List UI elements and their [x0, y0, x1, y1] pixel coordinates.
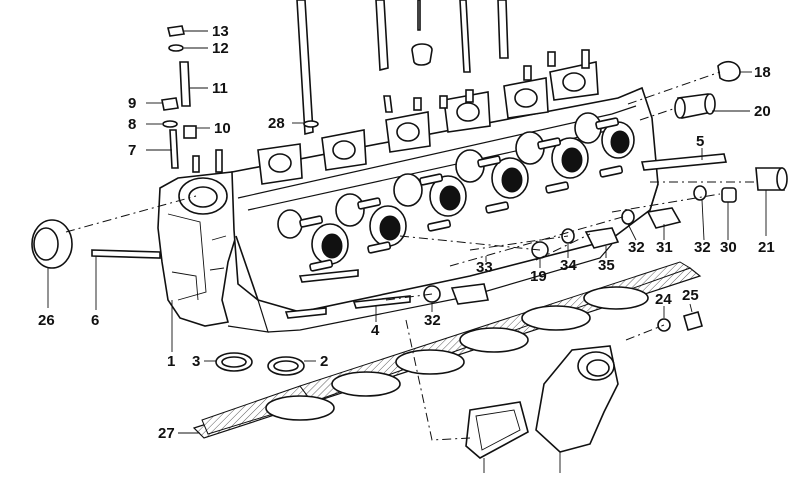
callout-18: 18 [754, 64, 771, 81]
valve-ports [277, 112, 635, 265]
callout-12: 12 [212, 40, 229, 57]
callout-6: 6 [91, 312, 99, 329]
callout-32a: 32 [628, 239, 645, 256]
callout-24: 24 [655, 291, 672, 308]
callout-33: 33 [476, 259, 493, 276]
callout-3: 3 [192, 353, 200, 370]
leader-lines [47, 30, 767, 473]
callout-5: 5 [696, 133, 704, 150]
callout-4: 4 [371, 322, 380, 339]
callout-labels: 13 12 11 9 8 10 7 28 18 20 5 21 32 31 32… [38, 23, 775, 442]
callout-21: 21 [758, 239, 775, 256]
alignment-lines [65, 71, 756, 441]
callout-31: 31 [656, 239, 673, 256]
callout-20: 20 [754, 103, 771, 120]
callout-8: 8 [128, 116, 136, 133]
callout-19: 19 [530, 268, 547, 285]
callout-9: 9 [128, 95, 136, 112]
head-gasket [192, 261, 702, 439]
callout-11: 11 [212, 80, 228, 97]
callout-13: 13 [212, 23, 229, 40]
studs [192, 0, 590, 173]
callout-2: 2 [320, 353, 328, 370]
cam-bearing-towers [257, 61, 599, 185]
callout-35: 35 [598, 257, 615, 274]
cylinder-head [91, 0, 728, 333]
loose-parts [31, 25, 788, 376]
head-bolts [299, 117, 624, 272]
callout-27: 27 [158, 425, 175, 442]
side-studs [91, 153, 728, 319]
callout-25: 25 [682, 287, 699, 304]
callout-28: 28 [268, 115, 285, 132]
callout-34: 34 [560, 257, 577, 274]
callout-32c: 32 [424, 312, 441, 329]
thermostat-housing [465, 345, 619, 459]
callout-26: 26 [38, 312, 55, 329]
callout-7: 7 [128, 142, 136, 159]
callout-1: 1 [167, 353, 175, 370]
callout-10: 10 [214, 120, 231, 137]
callout-32b: 32 [694, 239, 711, 256]
callout-30: 30 [720, 239, 737, 256]
